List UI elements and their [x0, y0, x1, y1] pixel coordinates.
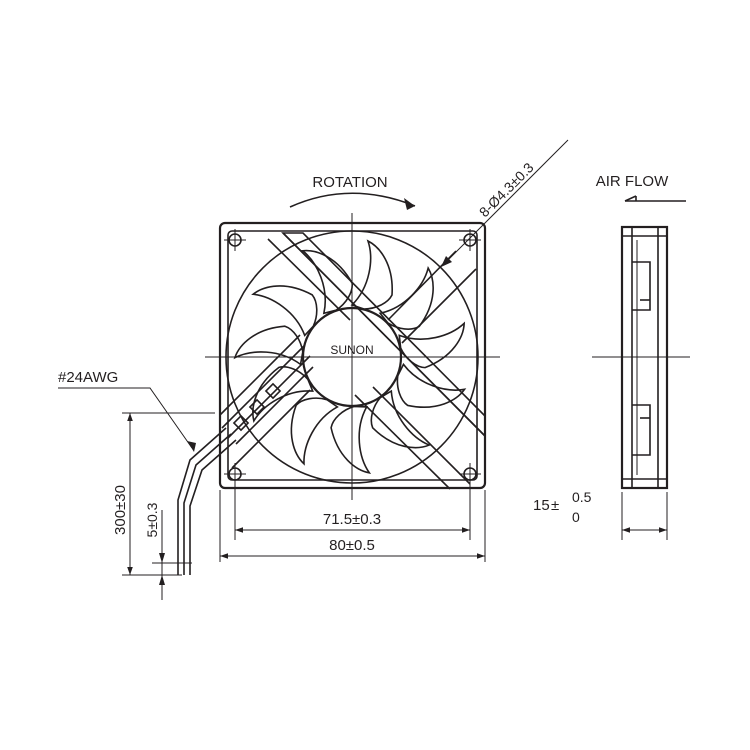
hole-spec-label: 8-Ø4.3±0.3 [476, 159, 537, 220]
thickness-lower-tolerance: 0 [572, 509, 580, 525]
impeller-blade [330, 405, 372, 474]
thickness-plus-minus: ± [551, 497, 559, 514]
wire-gauge-label: #24AWG [58, 369, 118, 386]
impeller-blade [290, 397, 339, 466]
air-flow-label: AIR FLOW [596, 173, 669, 190]
rotation-indicator: ROTATION [289, 174, 416, 210]
impeller-blades [233, 239, 467, 474]
impeller-blade [251, 285, 318, 337]
impeller-blade [370, 389, 432, 449]
frame-width-label: 80±0.5 [329, 537, 375, 554]
strip-length-label: 5±0.3 [144, 502, 160, 537]
air-flow-arrow [624, 195, 686, 202]
impeller-blade [350, 239, 393, 310]
impeller-blade [396, 362, 467, 408]
wire-channel [219, 334, 314, 445]
width-dimensions: 71.5±0.3 80±0.5 [219, 480, 486, 562]
lead-dimensions: 300±30 5±0.3 [112, 412, 215, 600]
hole-callout: 8-Ø4.3±0.3 [441, 139, 569, 267]
hole-spacing-label: 71.5±0.3 [323, 511, 381, 528]
rotation-label: ROTATION [312, 174, 387, 191]
lead-wires [176, 427, 237, 575]
front-view: SUNON [205, 213, 500, 500]
lead-length-label: 300±30 [112, 485, 129, 535]
support-spokes [231, 232, 486, 490]
thickness-nominal: 15 [533, 497, 550, 514]
side-view: AIR FLOW 15 ± 0.5 0 [533, 173, 690, 540]
thickness-upper-tolerance: 0.5 [572, 489, 592, 505]
thickness-label: 15 ± 0.5 0 [533, 489, 592, 525]
wire-gauge-callout: #24AWG [58, 369, 196, 452]
